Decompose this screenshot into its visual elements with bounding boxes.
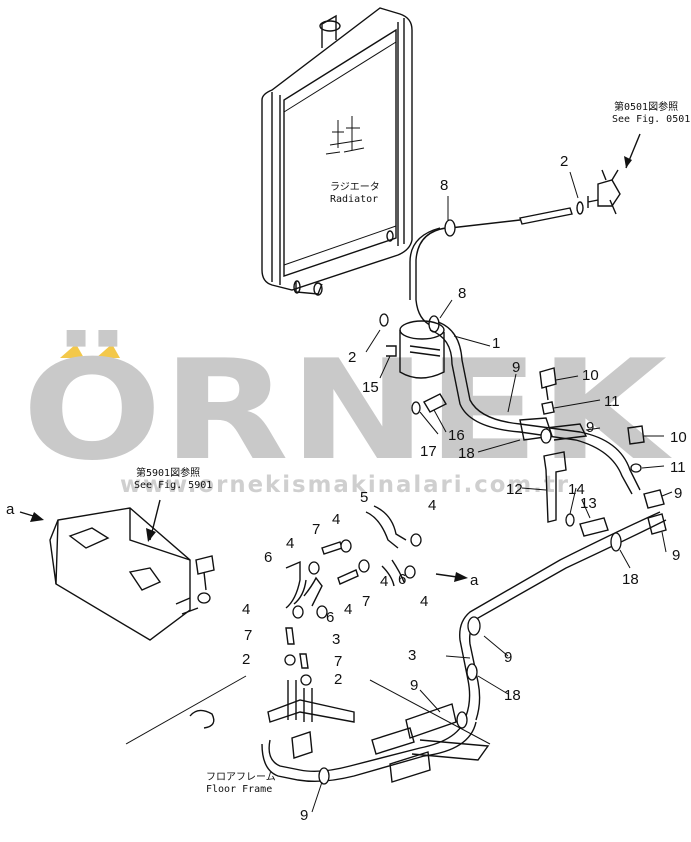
callout-6-b: 6 — [398, 571, 406, 588]
callout-3: 3 — [408, 647, 416, 664]
callout-8-top: 8 — [440, 177, 448, 194]
callout-numbers: 8 2 8 1 2 15 9 10 11 9 16 17 18 10 11 9 … — [242, 153, 687, 824]
see-fig-0501-jp: 第0501図参照 — [614, 100, 678, 113]
callout-9-e: 9 — [504, 649, 512, 666]
callout-7-d: 7 — [334, 653, 342, 670]
callout-9-f: 9 — [410, 677, 418, 694]
ref-a-right: a — [470, 572, 479, 589]
callout-4-g: 4 — [242, 601, 250, 618]
callout-17: 17 — [420, 443, 437, 460]
callout-6-a: 6 — [264, 549, 272, 566]
radiator-label-en: Radiator — [330, 194, 378, 205]
callout-9-g: 9 — [300, 807, 308, 824]
callout-18-c: 18 — [504, 687, 521, 704]
callout-16: 16 — [448, 427, 465, 444]
leader-lines — [311, 171, 673, 813]
floor-frame-label-en: Floor Frame — [206, 784, 272, 795]
watermark-brand: ÖRNEK — [22, 330, 673, 491]
callout-2-mid: 2 — [348, 349, 356, 366]
floor-frame: フロアフレーム Floor Frame — [125, 675, 491, 795]
see-fig-0501-en: See Fig. 0501 — [612, 114, 690, 125]
see-fig-5901-jp: 第5901図参照 — [136, 466, 200, 479]
callout-4-f: 4 — [344, 601, 352, 618]
callout-9-d: 9 — [672, 547, 680, 564]
radiator-label-jp: ラジエータ — [330, 181, 380, 193]
callout-9-b: 9 — [586, 419, 594, 436]
callout-10-a: 10 — [582, 367, 599, 384]
callout-2-d: 2 — [334, 671, 342, 688]
callout-14: 14 — [568, 481, 585, 498]
callout-9-c: 9 — [674, 485, 682, 502]
callout-4-e: 4 — [420, 593, 428, 610]
callout-18-a: 18 — [458, 445, 475, 462]
callout-15: 15 — [362, 379, 379, 396]
see-fig-5901-en: See Fig. 5901 — [134, 480, 212, 491]
callout-7-c: 7 — [244, 627, 252, 644]
heater-module: 第5901図参照 See Fig. 5901 a — [6, 466, 215, 641]
lower-pipe — [261, 511, 667, 785]
callout-13: 13 — [580, 495, 597, 512]
callout-4-a: 4 — [428, 497, 436, 514]
watermark: ÖRNEK www.ornekismakinalari.com.tr — [22, 330, 673, 498]
callout-7-b: 7 — [362, 593, 370, 610]
callout-4-d: 4 — [380, 573, 388, 590]
callout-8-mid: 8 — [458, 285, 466, 302]
radiator-logo — [325, 116, 365, 155]
watermark-url: www.ornekismakinalari.com.tr — [120, 472, 570, 498]
callout-1: 1 — [492, 335, 500, 352]
watermark-accent-right — [96, 344, 120, 358]
ref-a-left: a — [6, 501, 15, 518]
callout-9-a: 9 — [512, 359, 520, 376]
callout-2-c: 2 — [242, 651, 250, 668]
callout-18-b: 18 — [622, 571, 639, 588]
callout-11-a: 11 — [604, 393, 620, 410]
watermark-accent-left — [60, 344, 84, 358]
callout-5: 5 — [360, 489, 368, 506]
callout-2-top: 2 — [560, 153, 568, 170]
floor-frame-label-jp: フロアフレーム — [206, 771, 276, 783]
callout-6-c: 6 — [326, 609, 334, 626]
callout-4-b: 4 — [332, 511, 340, 528]
callout-11-b: 11 — [670, 459, 686, 476]
upper-hose — [379, 219, 667, 537]
callout-4-h: 3 — [332, 631, 340, 648]
drain-valve: 第0501図参照 See Fig. 0501 — [587, 100, 690, 215]
callout-7-a: 7 — [312, 521, 320, 538]
callout-4-c: 4 — [286, 535, 294, 552]
callout-10-b: 10 — [670, 429, 687, 446]
radiator: ラジエータ Radiator — [261, 7, 413, 296]
hose-kit: a — [284, 505, 479, 722]
callout-12: 12 — [506, 481, 523, 498]
